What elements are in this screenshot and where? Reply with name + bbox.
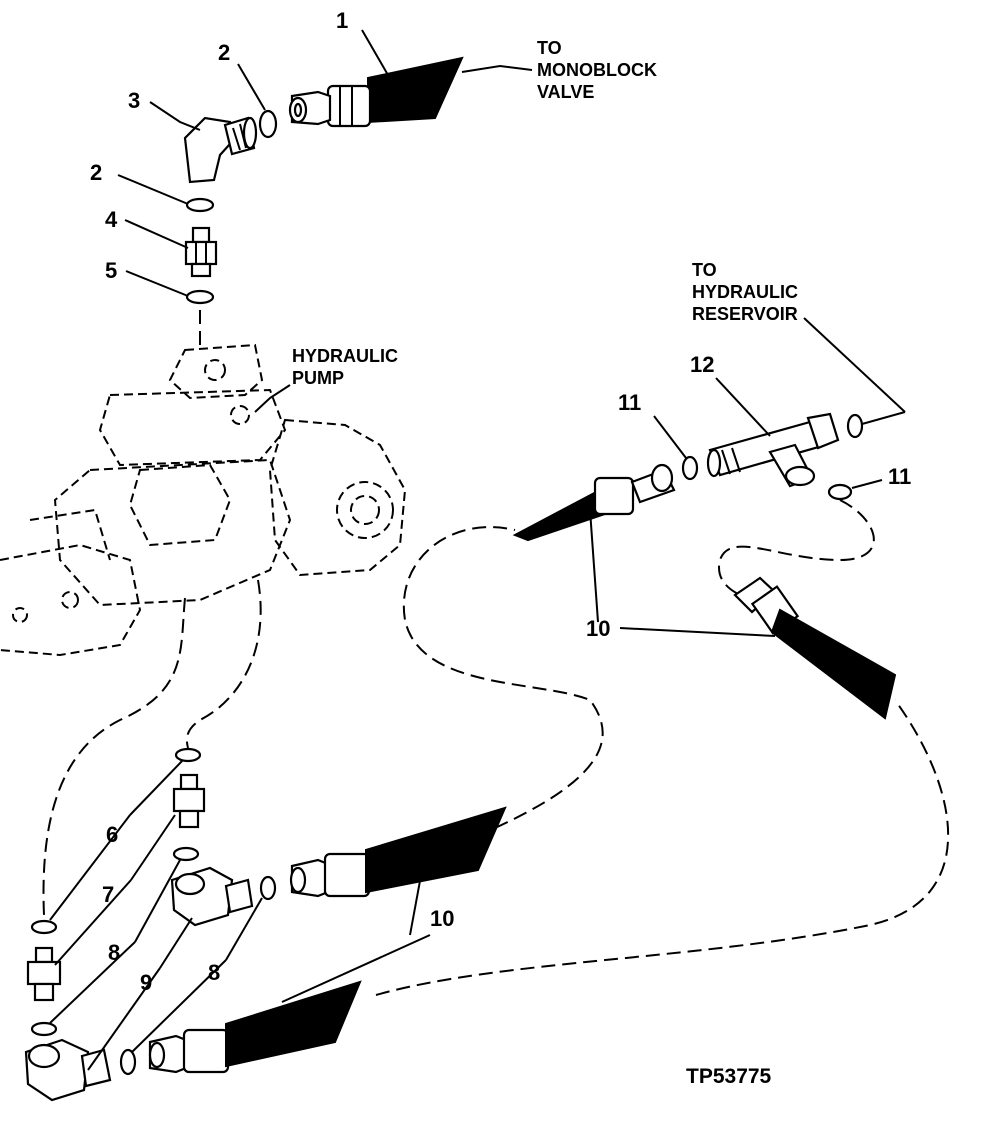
note-hydraulic-pump: HYDRAULIC PUMP: [292, 346, 398, 388]
o-ring-11-left: [681, 455, 699, 481]
figure-id: TP53775: [686, 1065, 772, 1088]
hydraulic-pump-outline: [0, 343, 407, 657]
o-ring-8-upper: [172, 846, 200, 862]
tee-fitting-12: [706, 412, 840, 488]
callout-9: 9: [140, 970, 152, 995]
callout-11-right: 11: [888, 464, 911, 489]
callout-numbers: 1 2 3 2 4 5 11 12 11 10 6 7 8 9 8 10: [90, 8, 911, 995]
callout-11-left: 11: [618, 390, 641, 415]
svg-text:PUMP: PUMP: [292, 368, 344, 388]
elbow-9-upper: [170, 866, 254, 927]
adapter-7-lower: [26, 946, 62, 1002]
svg-text:TO: TO: [692, 260, 717, 280]
o-ring-5: [185, 289, 215, 305]
callout-10-right: 10: [586, 616, 610, 641]
svg-text:TO: TO: [537, 38, 562, 58]
callout-7: 7: [102, 882, 114, 907]
o-ring-2-top: [258, 109, 278, 139]
o-ring-11-top: [846, 413, 864, 439]
note-monoblock-valve: TO MONOBLOCK VALVE: [537, 38, 657, 102]
svg-text:MONOBLOCK: MONOBLOCK: [537, 60, 657, 80]
callout-1: 1: [336, 8, 348, 33]
hose-10-lower-mid: [289, 806, 507, 898]
hose-1: [288, 56, 464, 128]
hose-10-lower-bottom: [148, 980, 362, 1074]
adapter-7-upper: [172, 773, 206, 829]
callout-12: 12: [690, 352, 714, 377]
o-ring-6-lower: [30, 919, 58, 935]
o-ring-8-bottom: [119, 1048, 137, 1076]
callout-2-top: 2: [218, 40, 230, 65]
o-ring-2-lower: [185, 197, 215, 213]
note-hydraulic-reservoir: TO HYDRAULIC RESERVOIR: [692, 260, 798, 324]
callout-8-left: 8: [108, 940, 120, 965]
leader-lines: [49, 29, 906, 1071]
hose-10-right-upper: [512, 463, 676, 542]
o-ring-8-mid: [259, 875, 277, 901]
hose-10-right-lower: [733, 576, 897, 720]
svg-text:HYDRAULIC: HYDRAULIC: [692, 282, 798, 302]
elbow-9-lower: [24, 1038, 112, 1102]
svg-text:RESERVOIR: RESERVOIR: [692, 304, 798, 324]
o-ring-11-bottom: [827, 483, 853, 501]
callout-4: 4: [105, 207, 118, 232]
svg-text:VALVE: VALVE: [537, 82, 594, 102]
callout-8-right: 8: [208, 960, 220, 985]
o-ring-8-lower: [30, 1021, 58, 1037]
svg-text:HYDRAULIC: HYDRAULIC: [292, 346, 398, 366]
callout-6: 6: [106, 822, 118, 847]
o-ring-6-upper: [174, 747, 202, 763]
callout-5: 5: [105, 258, 117, 283]
dashed-hose-routes: [42, 499, 950, 996]
callout-3: 3: [128, 88, 140, 113]
elbow-3: [183, 116, 258, 184]
callout-10-lower: 10: [430, 906, 454, 931]
callout-2-lower: 2: [90, 160, 102, 185]
adapter-4: [184, 226, 218, 278]
